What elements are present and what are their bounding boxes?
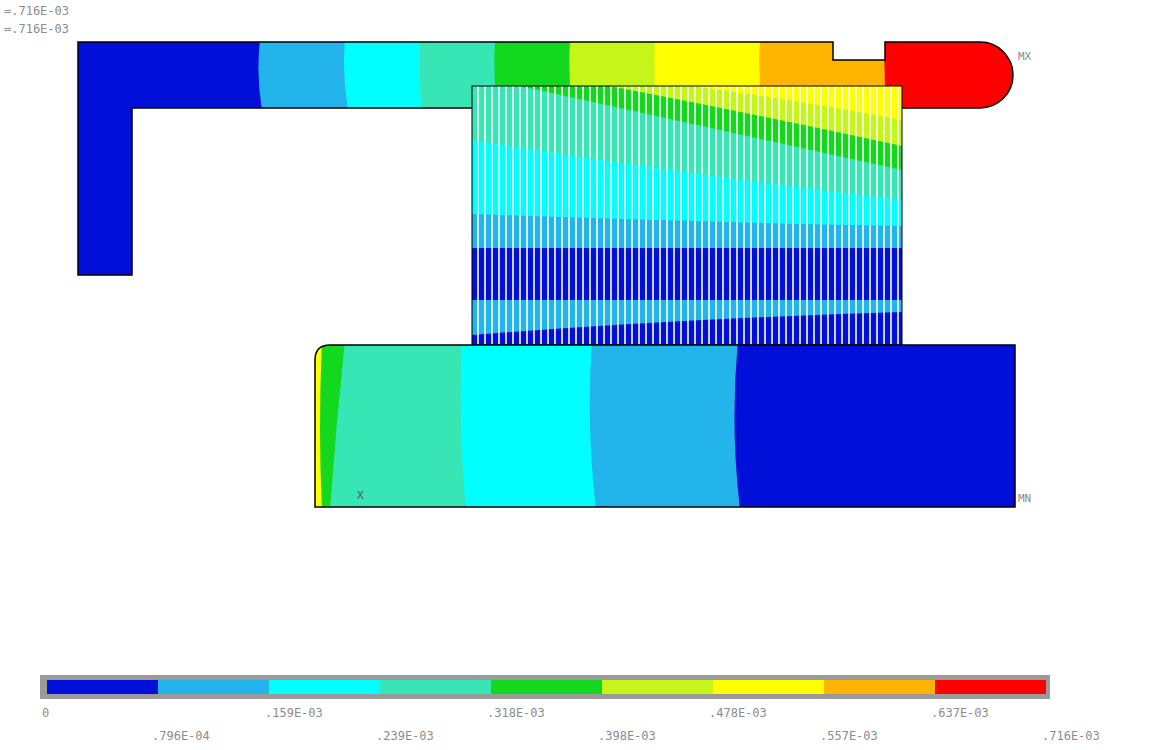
fin-line [687,86,689,345]
scale-value: 0 [42,706,49,720]
color-bar [40,675,1050,699]
fin-line [890,86,892,345]
fin-line [757,86,759,345]
fin-line [498,86,500,345]
fin-line [652,86,654,345]
fin-line [785,86,787,345]
fin-line [862,86,864,345]
fin-line [743,86,745,345]
fin-line [617,86,619,345]
fin-line [673,86,675,345]
min-value-note: =.716E-03 [4,22,69,36]
fin-line [659,86,661,345]
fin-line [561,86,563,345]
fin-line [764,86,766,345]
fin-line [484,86,486,345]
base-part [310,340,1020,510]
fin-line [589,86,591,345]
fin-line [792,86,794,345]
fin-line [883,86,885,345]
fin-line [701,86,703,345]
fin-line [533,86,535,345]
fin-line [505,86,507,345]
fin-line [680,86,682,345]
fin-line [519,86,521,345]
fin-line [596,86,598,345]
fin-line [834,86,836,345]
max-marker: MX [1018,50,1031,64]
fin-line [694,86,696,345]
fin-line [806,86,808,345]
finned-part [472,86,902,345]
fin-line [708,86,710,345]
scale-value: .716E-03 [1042,729,1100,743]
scale-value: .637E-03 [931,706,989,720]
fin-line [610,86,612,345]
fin-line [631,86,633,345]
fin-line [666,86,668,345]
scale-value: .239E-03 [376,729,434,743]
fin-line [799,86,801,345]
fin-line [869,86,871,345]
fin-line [813,86,815,345]
fin-line [897,86,899,345]
fin-line [547,86,549,345]
fin-line [841,86,843,345]
scale-value: .796E-04 [152,729,210,743]
fin-line [603,86,605,345]
fin-line [771,86,773,345]
fin-line [876,86,878,345]
fin-line [722,86,724,345]
fin-line [582,86,584,345]
min-marker: MN [1018,492,1031,506]
fin-line [491,86,493,345]
fin-line [848,86,850,345]
max-value-note: =.716E-03 [4,4,69,18]
scale-value: .557E-03 [820,729,878,743]
fin-line [526,86,528,345]
fin-line [729,86,731,345]
fin-line [820,86,822,345]
fin-line [638,86,640,345]
fin-line [827,86,829,345]
scale-value: .159E-03 [265,706,323,720]
fin-line [512,86,514,345]
fin-line [624,86,626,345]
fin-line [554,86,556,345]
fin-line [778,86,780,345]
fin-line [750,86,752,345]
fin-line [568,86,570,345]
fin-line [645,86,647,345]
axis-marker: X [357,489,364,503]
scale-value: .318E-03 [487,706,545,720]
fin-line [540,86,542,345]
fin-line [715,86,717,345]
fin-line [477,86,479,345]
scale-value: .478E-03 [709,706,767,720]
fin-line [855,86,857,345]
scale-value: .398E-03 [598,729,656,743]
fin-line [736,86,738,345]
fin-line [575,86,577,345]
